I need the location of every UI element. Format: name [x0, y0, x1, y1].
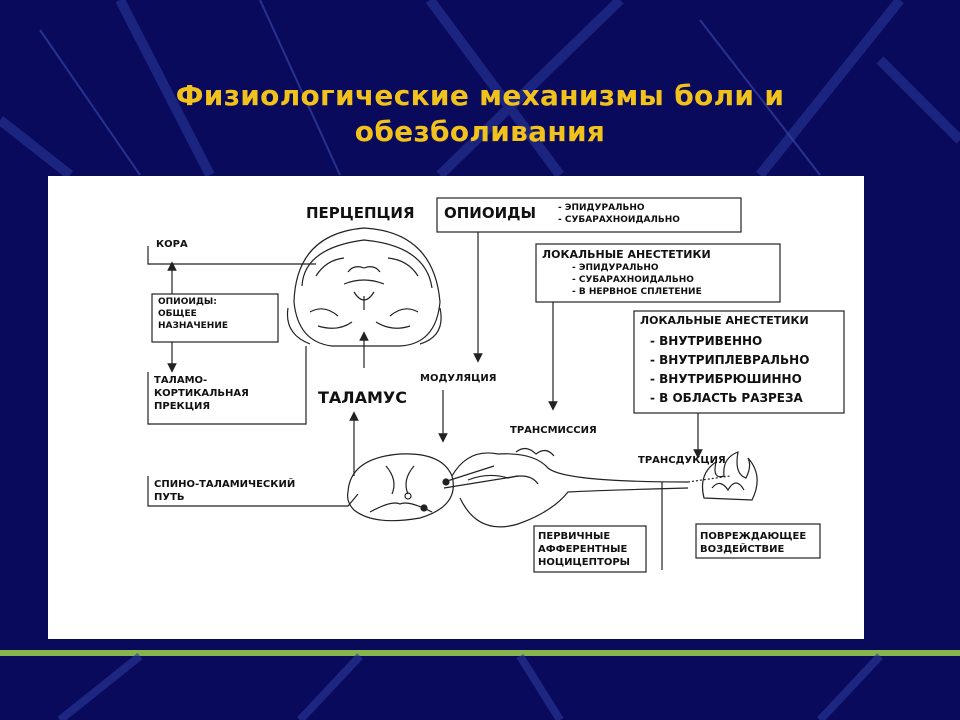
thalamus-label: ТАЛАМУС [318, 388, 407, 407]
transmission-label: ТРАНСМИССИЯ [510, 425, 597, 436]
opioids-general-line-2: ОБЩЕЕ [158, 309, 197, 319]
primary-afferent-line-3: НОЦИЦЕПТОРЫ [538, 557, 631, 568]
opioids-general-line-3: НАЗНАЧЕНИЕ [158, 321, 229, 331]
la1-route-epidural: - ЭПИДУРАЛЬНО [572, 263, 659, 273]
diagram-panel: ПЕРЦЕПЦИЯ ОПИОИДЫ - ЭПИДУРАЛЬНО - СУБАРА… [48, 176, 864, 639]
thalamocortical-label: ТАЛАМО- КОРТИКАЛЬНАЯ ПРЕКЦИЯ [154, 374, 249, 413]
modulation-label: МОДУЛЯЦИЯ [420, 373, 497, 384]
title-line-1: Физиологические механизмы боли и [175, 79, 785, 112]
damaging-effect-label: ПОВРЕЖДАЮЩЕЕ ВОЗДЕЙСТВИЕ [700, 530, 806, 556]
brain-drawing [286, 227, 442, 347]
thalamocortical-line-2: КОРТИКАЛЬНАЯ [154, 388, 249, 399]
la2-route-intrapleural: - ВНУТРИПЛЕВРАЛЬНО [650, 353, 810, 367]
la1-route-subarachnoid: - СУБАРАХНОИДАЛЬНО [572, 275, 694, 285]
primary-afferent-line-1: ПЕРВИЧНЫЕ [538, 531, 611, 542]
la2-route-iv: - ВНУТРИВЕННО [650, 334, 763, 348]
local-anesthetics-1-routes: - ЭПИДУРАЛЬНО - СУБАРАХНОИДАЛЬНО - В НЕР… [572, 262, 702, 298]
opioids-route-epidural: - ЭПИДУРАЛЬНО [558, 203, 645, 213]
opioids-route-subarachnoid: - СУБАРАХНОИДАЛЬНО [558, 215, 680, 225]
primary-afferent-line-2: АФФЕРЕНТНЫЕ [538, 544, 628, 555]
title-line-2: обезболивания [354, 115, 606, 148]
damaging-effect-line-1: ПОВРЕЖДАЮЩЕЕ [700, 531, 807, 542]
flame-drawing [701, 451, 758, 501]
slide-title: Физиологические механизмы боли и обезбол… [0, 78, 960, 150]
thalamocortical-line-1: ТАЛАМО- [154, 375, 208, 386]
spinothalamic-line-1: СПИНО-ТАЛАМИЧЕСКИЙ [154, 479, 296, 490]
spinothalamic-line-2: ПУТЬ [154, 492, 185, 503]
opioids-routes: - ЭПИДУРАЛЬНО - СУБАРАХНОИДАЛЬНО [558, 202, 680, 226]
la2-route-incision: - В ОБЛАСТЬ РАЗРЕЗА [650, 391, 803, 405]
opioids-title: ОПИОИДЫ [444, 204, 537, 222]
primary-afferent-label: ПЕРВИЧНЫЕ АФФЕРЕНТНЫЕ НОЦИЦЕПТОРЫ [538, 530, 630, 569]
opioids-general-label: ОПИОИДЫ: ОБЩЕЕ НАЗНАЧЕНИЕ [158, 296, 228, 332]
opioids-general-line-1: ОПИОИДЫ: [158, 297, 217, 307]
spinal-cord-drawing [347, 447, 689, 528]
transduction-label: ТРАНСДУКЦИЯ [638, 455, 726, 466]
la2-route-intraperitoneal: - ВНУТРИБРЮШИННО [650, 372, 802, 386]
damaging-effect-line-2: ВОЗДЕЙСТВИЕ [700, 544, 785, 555]
local-anesthetics-2-routes: - ВНУТРИВЕННО - ВНУТРИПЛЕВРАЛЬНО - ВНУТР… [650, 332, 809, 408]
local-anesthetics-2-title: ЛОКАЛЬНЫЕ АНЕСТЕТИКИ [640, 314, 809, 327]
cortex-label: КОРА [156, 239, 188, 250]
perception-label: ПЕРЦЕПЦИЯ [306, 204, 415, 222]
la1-route-plexus: - В НЕРВНОЕ СПЛЕТЕНИЕ [572, 287, 702, 297]
spinothalamic-label: СПИНО-ТАЛАМИЧЕСКИЙ ПУТЬ [154, 478, 295, 504]
local-anesthetics-1-title: ЛОКАЛЬНЫЕ АНЕСТЕТИКИ [542, 248, 711, 261]
diagram-drawing [147, 197, 845, 573]
thalamocortical-line-3: ПРЕКЦИЯ [154, 401, 211, 412]
